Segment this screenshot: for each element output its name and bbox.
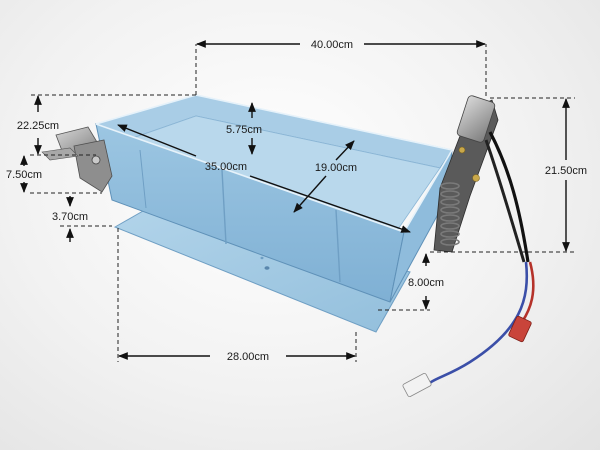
brass-terminal xyxy=(458,146,466,154)
drain-hole xyxy=(264,266,270,270)
white-connector xyxy=(402,373,432,397)
wire-harness xyxy=(402,131,535,397)
label-lip-height: 8.00cm xyxy=(408,277,444,289)
tray-rib xyxy=(335,209,341,283)
red-connector xyxy=(508,315,532,343)
label-base-length: 28.00cm xyxy=(227,351,269,363)
dim-arrow-inner-width xyxy=(293,175,327,213)
left-mounting-bracket xyxy=(41,126,113,193)
label-bracket-height: 7.50cm xyxy=(6,169,42,181)
drain-hole xyxy=(260,256,264,260)
label-total-height: 21.50cm xyxy=(545,165,587,177)
heater-assembly xyxy=(433,95,499,253)
extension-lines xyxy=(30,44,575,362)
black-wire xyxy=(484,139,526,263)
brass-terminal xyxy=(472,174,480,182)
label-bracket-offset: 3.70cm xyxy=(52,211,88,223)
ice-tray xyxy=(95,94,454,333)
bracket-foot xyxy=(41,147,79,161)
dim-arrow-inner-width xyxy=(335,140,355,161)
dimension-arrows xyxy=(20,40,570,360)
black-wire xyxy=(488,131,530,263)
label-inner-width: 19.00cm xyxy=(315,162,357,174)
label-inner-length: 35.00cm xyxy=(205,161,247,173)
bracket-plate xyxy=(73,139,113,193)
label-height-left: 22.25cm xyxy=(17,120,59,132)
label-depth: 5.75cm xyxy=(226,124,262,136)
motor-housing xyxy=(456,95,496,143)
tray-base-plate xyxy=(113,206,411,333)
dimension-labels: 40.00cm 22.25cm 5.75cm 35.00cm 19.00cm 7… xyxy=(6,39,587,363)
tray-rib xyxy=(221,169,227,245)
bracket-screw xyxy=(91,155,101,165)
dim-arrow-inner-length xyxy=(117,124,197,157)
dim-arrow-inner-length xyxy=(249,175,411,233)
tray-rib xyxy=(139,149,147,209)
heater-coil xyxy=(440,182,460,246)
blue-wire xyxy=(425,261,529,387)
tray-rim xyxy=(95,94,454,233)
label-length-top: 40.00cm xyxy=(311,39,353,51)
